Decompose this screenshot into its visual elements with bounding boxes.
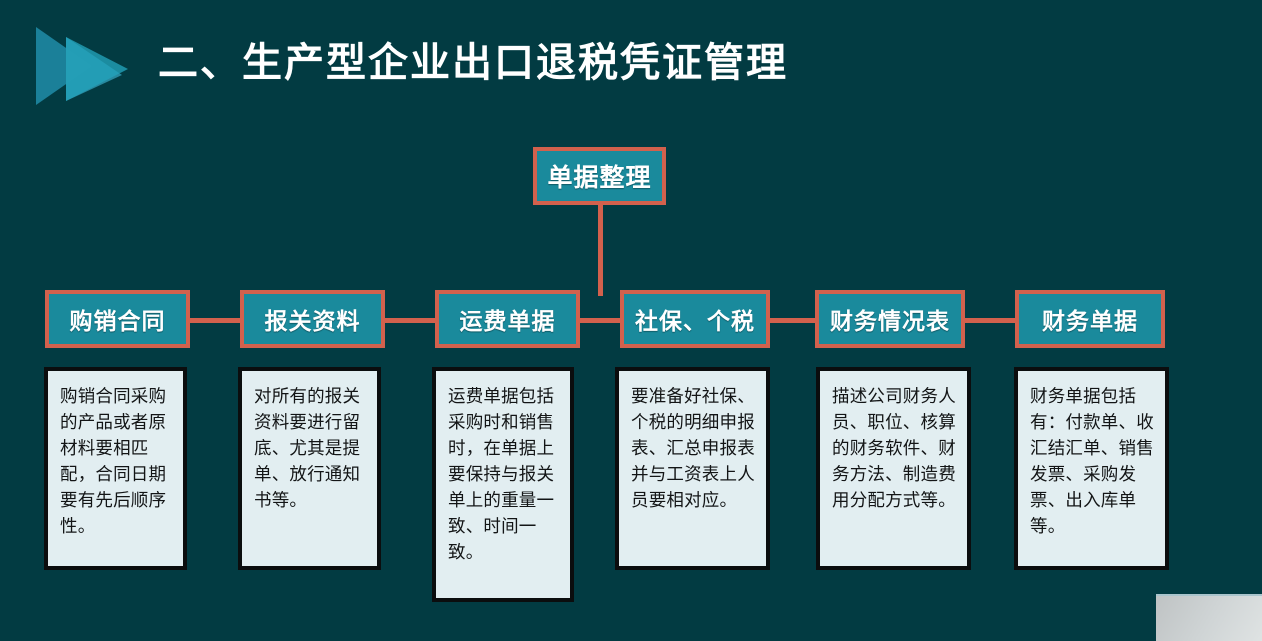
connector-h-3-4 bbox=[568, 318, 630, 323]
corner-overlay-panel bbox=[1156, 594, 1262, 641]
diagram-node-financial-documents[interactable]: 财务单据 bbox=[1015, 290, 1165, 348]
description-box-financial-documents: 财务单据包括有：付款单、收汇结汇单、销售发票、采购发票、出入库单等。 bbox=[1014, 367, 1169, 570]
double-play-triangle-logo-icon bbox=[18, 23, 138, 109]
description-box-financial-status-table: 描述公司财务人员、职位、核算的财务软件、财务方法、制造费用分配方式等。 bbox=[816, 367, 971, 570]
diagram-node-customs-declaration-docs[interactable]: 报关资料 bbox=[240, 290, 385, 348]
description-box-customs-declaration-docs: 对所有的报关资料要进行留底、尤其是提单、放行通知书等。 bbox=[238, 367, 381, 570]
diagram-node-freight-documents[interactable]: 运费单据 bbox=[435, 290, 580, 348]
diagram-node-financial-status-table[interactable]: 财务情况表 bbox=[815, 290, 965, 348]
connector-root-vertical bbox=[598, 200, 603, 296]
connector-h-2-3 bbox=[373, 318, 435, 323]
diagram-node-root[interactable]: 单据整理 bbox=[533, 147, 666, 205]
description-box-purchase-sales-contract: 购销合同采购的产品或者原材料要相匹配，合同日期要有先后顺序性。 bbox=[44, 367, 187, 570]
page-title: 二、生产型企业出口退税凭证管理 bbox=[158, 41, 788, 85]
description-box-social-insurance-individual-tax: 要准备好社保、个税的明细申报表、汇总申报表并与工资表上人员要相对应。 bbox=[615, 367, 770, 570]
description-box-freight-documents: 运费单据包括采购时和销售时，在单据上要保持与报关单上的重量一致、时间一致。 bbox=[432, 367, 574, 602]
connector-h-4-5 bbox=[763, 318, 826, 323]
diagram-node-social-insurance-individual-tax[interactable]: 社保、个税 bbox=[620, 290, 770, 348]
slide-header: 二、生产型企业出口退税凭证管理 bbox=[0, 0, 1262, 128]
connector-h-1-2 bbox=[178, 318, 240, 323]
diagram-node-purchase-sales-contract[interactable]: 购销合同 bbox=[45, 290, 190, 348]
connector-h-5-6 bbox=[958, 318, 1020, 323]
